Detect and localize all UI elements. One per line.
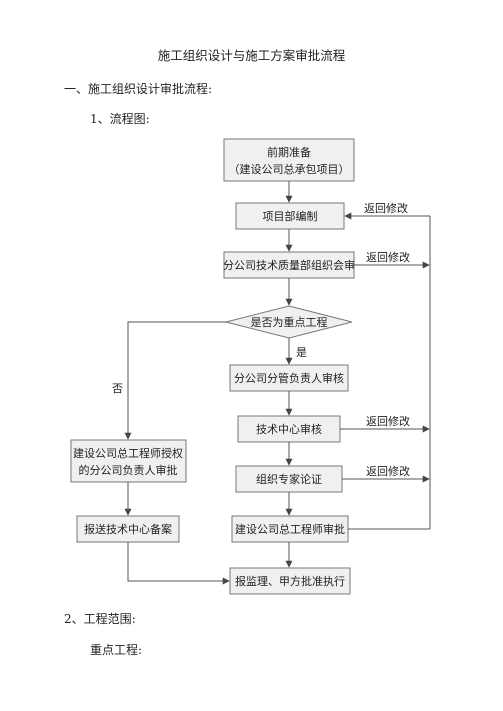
label-return-3: 返回修改 [366, 414, 410, 428]
node-preparation-line1: 前期准备 [267, 145, 311, 159]
node-preparation-line2: （建设公司总承包项目） [229, 162, 350, 176]
node-authorized-line1: 建设公司总工程师授权 [73, 446, 183, 460]
node-preparation: 前期准备 （建设公司总承包项目） [223, 138, 355, 182]
node-chief-engineer-approval-label: 建设公司总工程师审批 [235, 522, 345, 536]
label-return-4: 返回修改 [366, 464, 410, 478]
node-submit-filing: 报送技术中心备案 [76, 515, 180, 543]
section-heading-approval-process: 一、施工组织设计审批流程: [64, 82, 213, 96]
node-project-dept-label: 项目部编制 [263, 209, 318, 223]
node-submit-filing-label: 报送技术中心备案 [84, 522, 172, 536]
node-branch-lead-review: 分公司分管负责人审核 [229, 364, 349, 392]
node-tech-center-review-label: 技术中心审核 [256, 422, 322, 436]
node-project-dept: 项目部编制 [235, 202, 345, 230]
subheading-key-projects: 重点工程: [90, 643, 143, 657]
node-tech-center-review: 技术中心审核 [237, 415, 341, 443]
node-expert-review-label: 组织专家论证 [256, 472, 322, 486]
document-title: 施工组织设计与施工方案审批流程 [157, 48, 346, 63]
node-decision-label: 是否为重点工程 [251, 315, 328, 329]
node-final-execution-label: 报监理、甲方批准执行 [235, 574, 345, 588]
arrow-decision-no [124, 321, 226, 440]
arrow-filing-to-final [127, 542, 230, 585]
subheading-flowchart: 1、流程图: [90, 112, 150, 126]
label-return-2: 返回修改 [366, 250, 410, 264]
node-branch-lead-review-label: 分公司分管负责人审核 [234, 371, 344, 385]
node-chief-engineer-approval: 建设公司总工程师审批 [231, 515, 349, 543]
node-decision: 是否为重点工程 [225, 305, 353, 339]
label-no: 否 [112, 382, 123, 395]
label-yes: 是 [296, 346, 307, 359]
node-authorized-approval: 建设公司总工程师授权 的分公司负责人审批 [70, 439, 187, 483]
node-branch-review-label: 分公司技术质量部组织会审 [223, 258, 355, 272]
node-authorized-line2: 的分公司负责人审批 [79, 463, 178, 477]
label-return-1: 返回修改 [364, 201, 408, 215]
node-branch-review: 分公司技术质量部组织会审 [223, 251, 355, 279]
node-expert-review: 组织专家论证 [235, 465, 343, 493]
node-final-execution: 报监理、甲方批准执行 [229, 567, 351, 595]
section-heading-project-scope: 2、工程范围: [64, 612, 136, 626]
